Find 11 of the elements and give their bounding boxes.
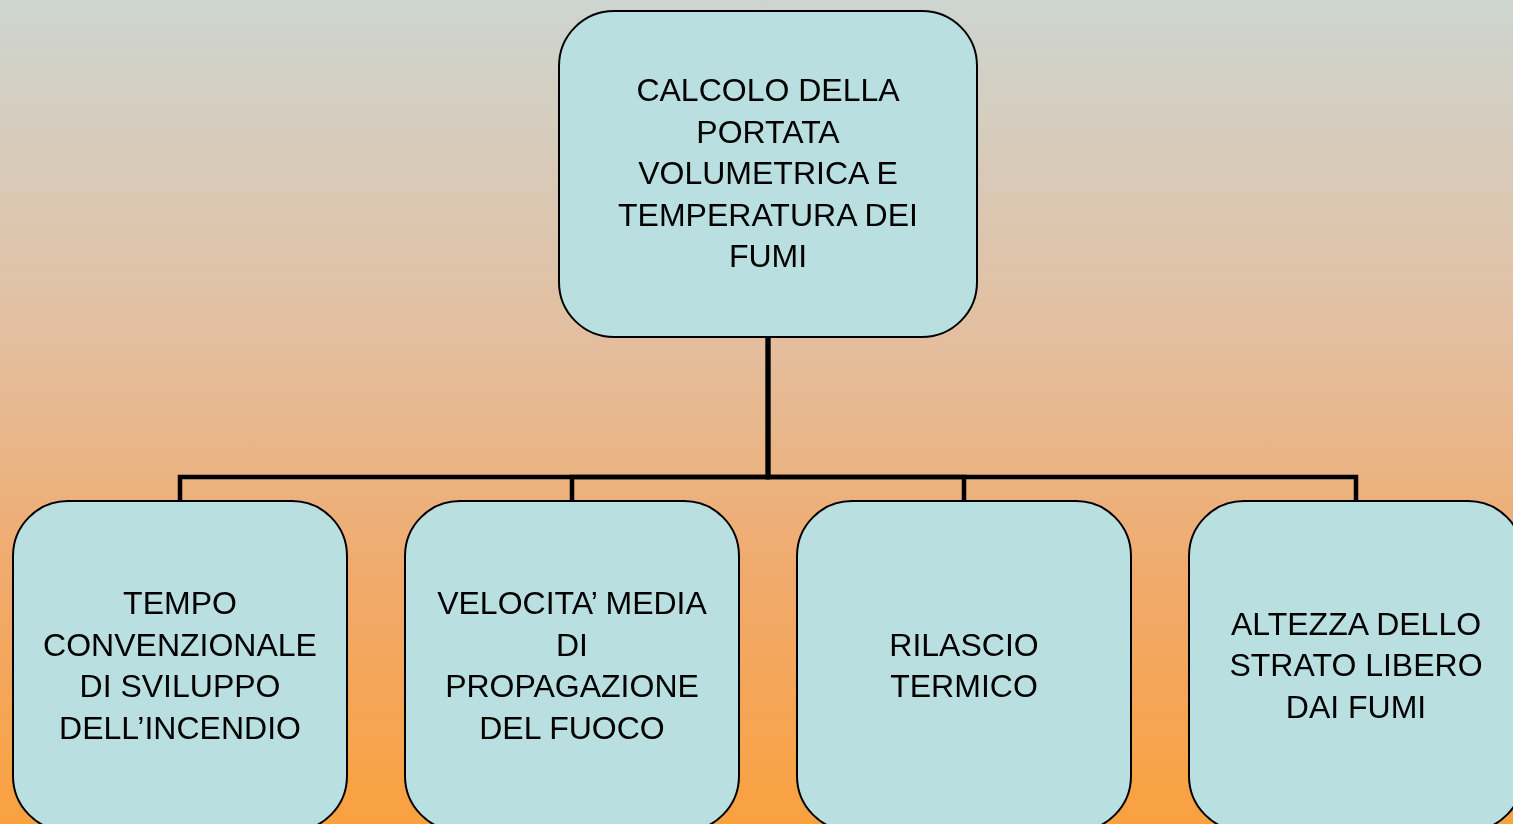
rounded-box <box>796 500 1132 824</box>
rounded-box <box>558 10 978 338</box>
box-label: VELOCITA’ MEDIA DI PROPAGAZIONE DEL FUOCO <box>436 584 708 748</box>
rounded-box <box>1188 500 1513 824</box>
rounded-box <box>404 500 740 824</box>
connector-line <box>765 338 1359 500</box>
rounded-box <box>12 500 348 824</box>
box-label: CALCOLO DELLA PORTATA VOLUMETRICA E TEMPERATURA DEI FUMI <box>618 71 918 277</box>
box-label: RILASCIO TERMICO <box>888 625 1040 706</box>
box-label: TEMPO CONVENZIONALE DI SVILUPPO DELL’INCENDIO <box>42 584 318 748</box>
box-label: ALTEZZA DELLO STRATO LIBERO DAI FUMI <box>1228 604 1484 727</box>
